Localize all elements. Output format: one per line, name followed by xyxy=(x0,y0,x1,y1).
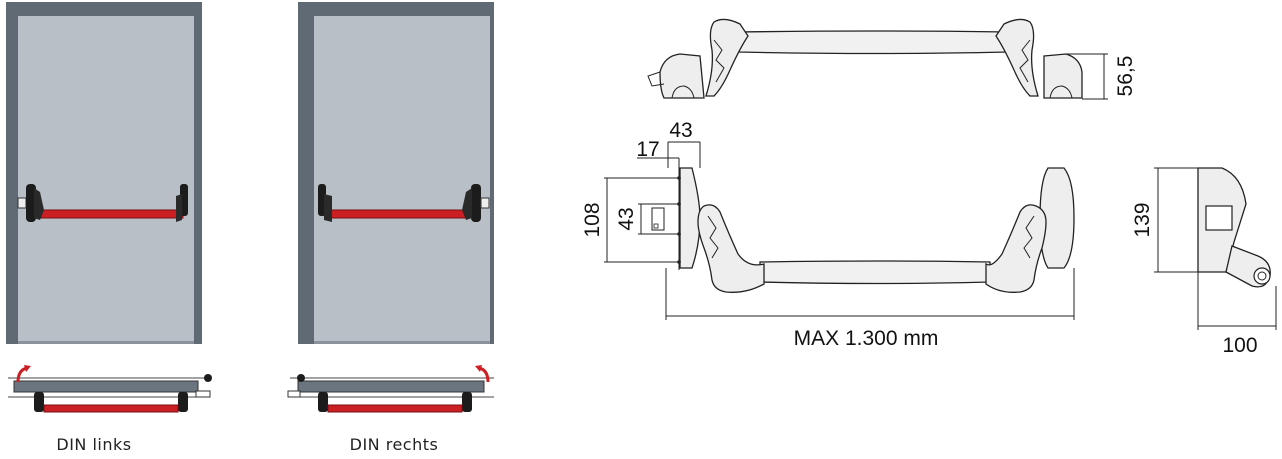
latch-bolt xyxy=(17,197,27,209)
top-mechanism-right xyxy=(462,392,472,412)
front-lever-right xyxy=(985,204,1047,293)
side-view: 139 100 xyxy=(1131,167,1277,357)
mechanism-cover-left xyxy=(26,184,36,222)
top-view-din-rechts xyxy=(287,365,494,413)
mechanism-lever-left xyxy=(34,188,44,220)
latch-bolt xyxy=(480,197,490,209)
dim-square-43-label: 43 xyxy=(615,207,638,230)
top-push-bar xyxy=(327,404,463,413)
caption-din-links: DIN links xyxy=(56,435,131,454)
hinge-dot xyxy=(204,374,212,382)
side-pivot-inner xyxy=(1257,271,1267,281)
dim-height-139-label: 139 xyxy=(1131,202,1154,237)
door-din-rechts xyxy=(298,2,494,344)
dim-height-108-label: 108 xyxy=(581,202,604,237)
side-square-opening xyxy=(1205,205,1233,231)
front-view: 43 17 108 43 MAX 1.300 mm xyxy=(581,119,1075,350)
perspective-view: 56,5 xyxy=(647,18,1137,100)
door-leaf-top xyxy=(297,380,485,393)
top-push-bar xyxy=(43,404,179,413)
door-threshold xyxy=(314,341,490,344)
top-mechanism-right xyxy=(178,392,188,412)
front-endcap-left xyxy=(679,167,701,269)
frame-stop xyxy=(287,390,301,398)
door-threshold xyxy=(18,341,194,344)
front-bar xyxy=(759,260,991,285)
front-square-inner xyxy=(653,223,659,229)
door-panel xyxy=(314,16,490,344)
swing-arrowhead xyxy=(24,365,31,372)
perspective-base-left-lip xyxy=(647,71,665,87)
hinge-dot xyxy=(297,374,305,382)
dim-offset-17-label: 17 xyxy=(636,138,659,161)
dim-offset-43-label: 43 xyxy=(669,119,692,142)
mechanism-lever-right xyxy=(462,188,472,220)
perspective-base-left-arch xyxy=(671,85,695,99)
door-din-links xyxy=(6,2,202,344)
perspective-grip-left xyxy=(713,39,725,83)
front-lever-right-grip xyxy=(1023,215,1035,259)
perspective-base-right xyxy=(1043,53,1083,99)
dim-depth-100-label: 100 xyxy=(1222,334,1257,357)
perspective-base-left xyxy=(659,53,705,99)
front-endcap-right xyxy=(1039,167,1075,269)
push-bar xyxy=(40,209,184,219)
front-square-opening xyxy=(651,207,665,231)
dim-height-side-label: 56,5 xyxy=(1114,56,1137,97)
front-lever-left xyxy=(697,204,765,293)
swing-arrowhead xyxy=(475,365,482,372)
dim-max-length-label: MAX 1.300 mm xyxy=(794,327,939,350)
perspective-housing-right xyxy=(995,18,1039,97)
door-leaf-top xyxy=(13,380,199,393)
push-bar xyxy=(329,209,473,219)
end-bracket-left xyxy=(324,194,332,222)
door-panel xyxy=(18,16,194,344)
top-mechanism-left xyxy=(318,392,328,412)
perspective-grip-right xyxy=(1019,39,1031,83)
end-bracket-right xyxy=(176,194,182,222)
top-view-din-links xyxy=(8,365,212,413)
frame-stop xyxy=(195,390,211,398)
perspective-base-right-arch xyxy=(1049,85,1073,99)
front-lever-left-grip xyxy=(707,215,719,259)
perspective-housing-left xyxy=(705,18,749,97)
top-mechanism-left xyxy=(34,392,44,412)
caption-din-rechts: DIN rechts xyxy=(350,435,439,454)
perspective-bar xyxy=(737,30,1009,55)
mechanism-cover-right xyxy=(471,184,481,222)
